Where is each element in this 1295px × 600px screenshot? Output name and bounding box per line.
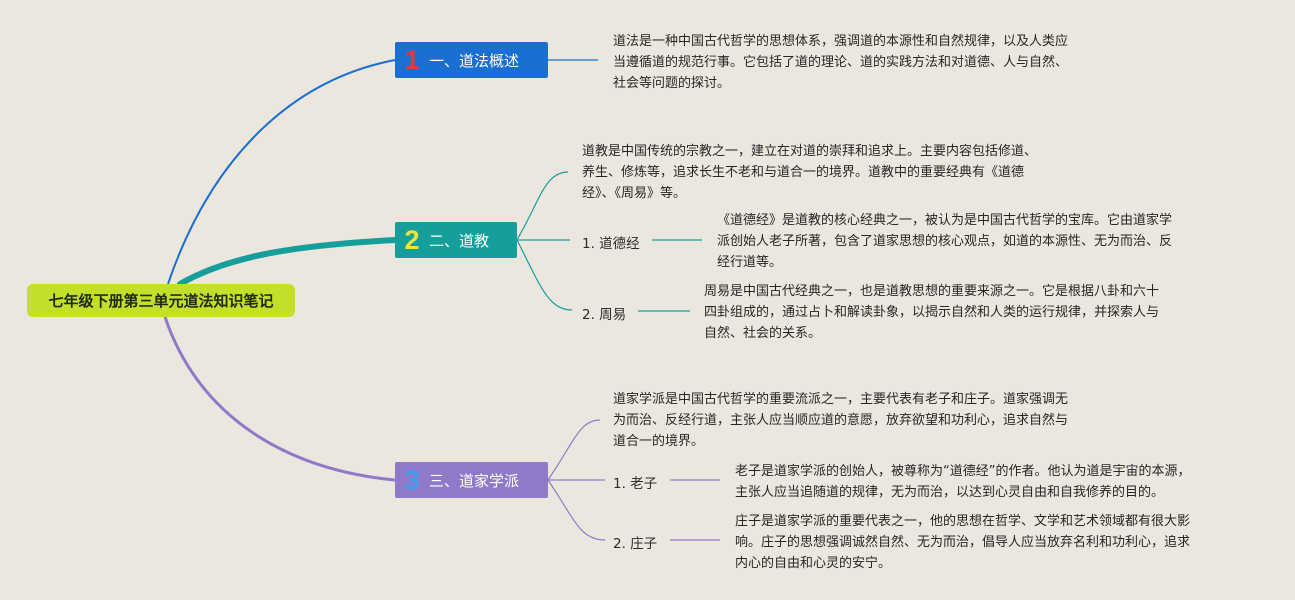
desc-line: 老子是道家学派的创始人，被尊称为“道德经”的作者。他认为道是宇宙的本源， [735,464,1191,479]
desc-line: 响。庄子的思想强调诚然自然、无为而治，倡导人应当放弃名利和功利心，追求 [735,535,1191,550]
root-topic[interactable]: 七年级下册第三单元道法知识笔记 [27,284,295,317]
root-title: 七年级下册第三单元道法知识笔记 [48,292,274,310]
link-topic2-desc [516,171,569,241]
desc-line: 养生、修炼等，追求长生不老和与道合一的境界。道教中的重要经典有《道德 [582,165,1025,180]
link-topic3-desc [547,419,601,481]
topic-2-description: 道教是中国传统的宗教之一，建立在对道的崇拜和追求上。主要内容包括修道、 养生、修… [582,141,1037,204]
subtopic-zhouyi[interactable]: 2. 周易 [582,307,627,323]
desc-line: 内心的自由和心灵的安宁。 [735,556,892,571]
topic-2-number: 2 [404,224,420,255]
desc-line: 道教是中国传统的宗教之一，建立在对道的崇拜和追求上。主要内容包括修道、 [582,144,1038,159]
desc-line: 庄子是道家学派的重要代表之一，他的思想在哲学、文学和艺术领域都有很大影 [735,514,1191,529]
link-topic2-sub2 [516,239,573,311]
desc-line: 为而治、反经行道，主张人应当顺应道的意愿，放弃欲望和功利心，追求自然与 [613,413,1069,428]
subtopic-laozi-description: 老子是道家学派的创始人，被尊称为“道德经”的作者。他认为道是宇宙的本源， 主张人… [735,461,1190,503]
topic-2-node[interactable]: 2 二、道教 [395,222,517,258]
topic-3-label: 三、道家学派 [429,471,520,490]
topic-3-node[interactable]: 3 三、道家学派 [395,462,548,498]
topic-1-number: 1 [404,44,420,75]
desc-line: 道合一的境界。 [613,434,705,449]
link-root-topic3 [163,316,396,482]
desc-line: 四卦组成的，通过占卜和解读卦象，以揭示自然和人类的运行规律，并探索人与 [704,305,1160,320]
desc-line: 社会等问题的探讨。 [613,76,731,91]
subtopic-zhouyi-description: 周易是中国古代经典之一，也是道教思想的重要来源之一。它是根据八卦和六十 四卦组成… [704,281,1159,344]
topic-1-label: 一、道法概述 [429,51,520,70]
link-root-topic1 [167,59,396,285]
topic-3-number: 3 [404,464,420,495]
desc-line: 周易是中国古代经典之一，也是道教思想的重要来源之一。它是根据八卦和六十 [704,284,1160,299]
desc-line: 道法是一种中国古代哲学的思想体系，强调道的本源性和自然规律，以及人类应 [613,34,1069,49]
subtopic-zhuangzi-description: 庄子是道家学派的重要代表之一，他的思想在哲学、文学和艺术领域都有很大影 响。庄子… [735,511,1190,574]
desc-line: 自然、社会的关系。 [704,326,822,341]
topic-1-description: 道法是一种中国古代哲学的思想体系，强调道的本源性和自然规律，以及人类应 当遵循道… [613,31,1068,94]
link-topic3-sub2 [547,479,606,541]
subtopic-daodejing-description: 《道德经》是道教的核心经典之一，被认为是中国古代哲学的宝库。它由道家学 派创始人… [717,210,1172,273]
desc-line: 《道德经》是道教的核心经典之一，被认为是中国古代哲学的宝库。它由道家学 [717,213,1173,228]
topic-3-description: 道家学派是中国古代哲学的重要流派之一，主要代表有老子和庄子。道家强调无 为而治、… [613,389,1068,452]
subtopic-zhuangzi[interactable]: 2. 庄子 [613,536,658,552]
subtopic-laozi[interactable]: 1. 老子 [613,476,658,492]
desc-line: 当遵循道的规范行事。它包括了道的理论、道的实践方法和对道德、人与自然、 [613,55,1069,70]
topic-1-node[interactable]: 1 一、道法概述 [395,42,548,78]
desc-line: 道家学派是中国古代哲学的重要流派之一，主要代表有老子和庄子。道家强调无 [613,392,1069,407]
desc-line: 主张人应当追随道的规律，无为而治，以达到心灵自由和自我修养的目的。 [735,485,1165,500]
desc-line: 派创始人老子所著，包含了道家思想的核心观点，如道的本源性、无为而治、反 [717,234,1173,249]
link-root-topic2 [177,237,398,287]
subtopic-daodejing[interactable]: 1. 道德经 [582,236,640,252]
desc-line: 经》、《周易》等。 [582,186,687,201]
desc-line: 经行道等。 [717,255,783,270]
topic-2-label: 二、道教 [429,231,490,250]
